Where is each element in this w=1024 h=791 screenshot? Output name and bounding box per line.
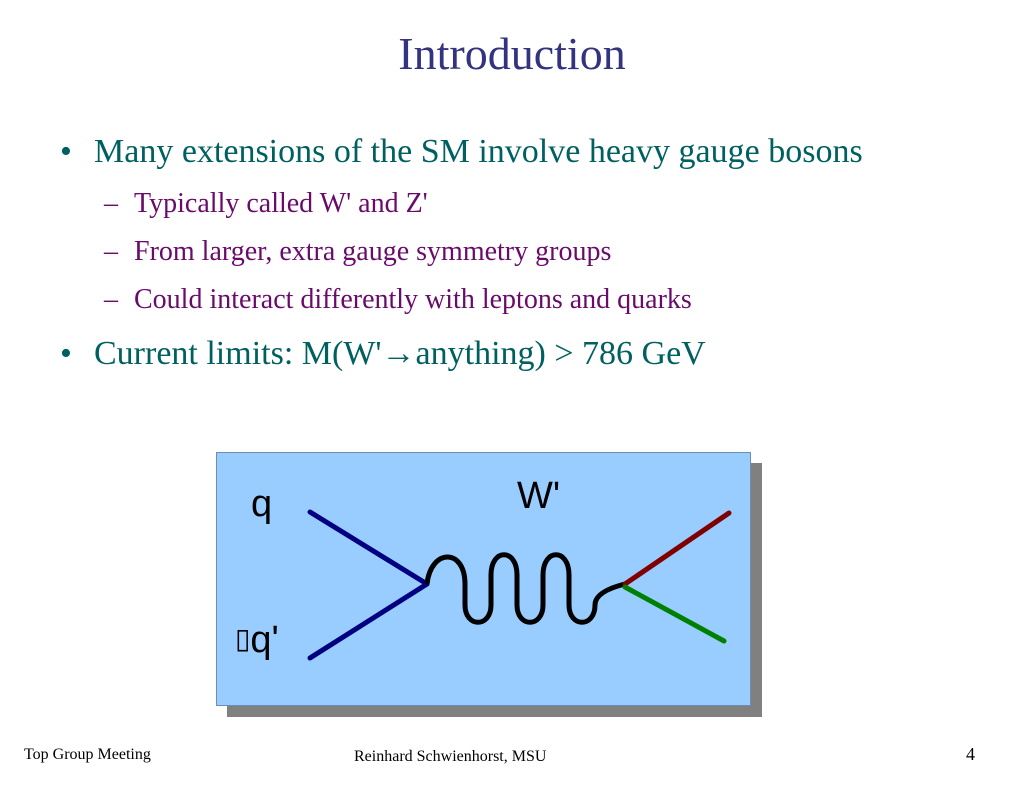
bullet-marker: • <box>60 335 72 372</box>
sub-bullet-text: Could interact differently with leptons … <box>134 284 692 315</box>
bullet-item: • Many extensions of the SM involve heav… <box>60 130 960 174</box>
boson-label: W' <box>517 475 561 517</box>
sub-bullet-item: – Typically called W' and Z' <box>60 186 960 222</box>
feynman-diagram: q W' ▯q' <box>216 452 762 717</box>
incoming-quark-line <box>307 509 430 587</box>
bullet-text: Many extensions of the SM involve heavy … <box>94 133 863 170</box>
outgoing-lower-line <box>622 584 727 644</box>
missing-glyph-box: ▯ <box>235 623 251 654</box>
footer-meeting-name: Top Group Meeting <box>24 746 151 763</box>
diagram-panel: q W' ▯q' <box>216 452 751 706</box>
antiquark-label: ▯q' <box>235 619 279 662</box>
sub-bullet-text: From larger, extra gauge symmetry groups <box>134 236 612 267</box>
slide-title: Introduction <box>398 28 626 79</box>
dash-marker: – <box>104 284 118 315</box>
bullet-text: Current limits: M(W'→anything) > 786 GeV <box>94 335 706 372</box>
antiquark-label-text: q' <box>250 619 279 661</box>
sub-bullet-item: – Could interact differently with lepton… <box>60 282 960 318</box>
sub-bullet-text: Typically called W' and Z' <box>134 188 428 219</box>
diagram-canvas <box>307 509 732 661</box>
bullet-marker: • <box>60 133 72 170</box>
sub-bullet-item: – From larger, extra gauge symmetry grou… <box>60 234 960 270</box>
bullet-list: • Many extensions of the SM involve heav… <box>60 130 960 376</box>
footer-author: Reinhard Schwienhorst, MSU <box>354 748 547 765</box>
bullet-item: • Current limits: M(W'→anything) > 786 G… <box>60 332 960 376</box>
quark-label: q <box>251 483 273 525</box>
boson-propagator <box>424 552 626 625</box>
incoming-antiquark-line <box>307 581 430 661</box>
dash-marker: – <box>104 188 118 219</box>
page-number: 4 <box>966 744 975 764</box>
dash-marker: – <box>104 236 118 267</box>
outgoing-upper-line <box>622 510 732 587</box>
